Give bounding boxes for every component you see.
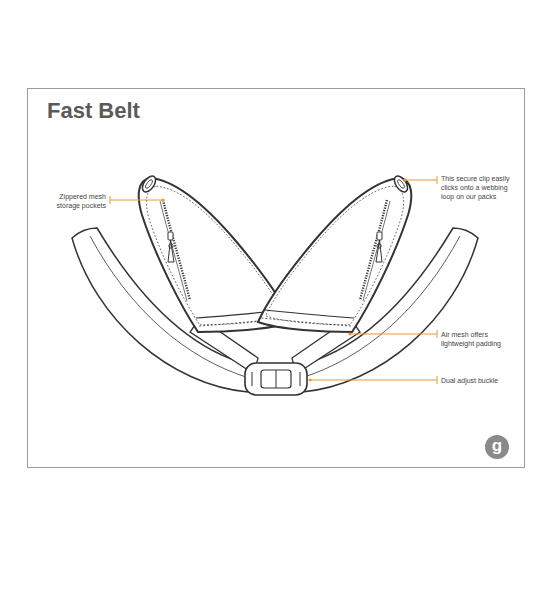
diagram-title: Fast Belt [47,98,140,124]
callout-label: This secure clip easily clicks onto a we… [441,174,517,201]
buckle [252,372,300,386]
buckle [245,363,307,395]
leader-lines [405,176,437,184]
leader-dots [162,199,165,202]
leader-dots [162,179,407,382]
leader-dots [349,333,352,336]
callout-label: Zippered mesh storage pockets [44,192,106,210]
frame [28,89,525,468]
buckle [276,370,277,388]
buckle [245,363,307,395]
leader-lines [110,176,437,384]
leader-lines [350,330,437,338]
leader-lines [310,376,437,384]
leader-dots [404,179,407,182]
right-side [258,174,478,392]
brand-logo: g [485,435,509,457]
leader-dots [309,379,312,382]
logo-circle [485,435,509,459]
buckle [261,370,291,388]
callout-label: Dual adjust buckle [441,376,517,385]
leader-lines [110,196,163,204]
callout-label: Air mesh offers lightweight padding [441,330,517,348]
